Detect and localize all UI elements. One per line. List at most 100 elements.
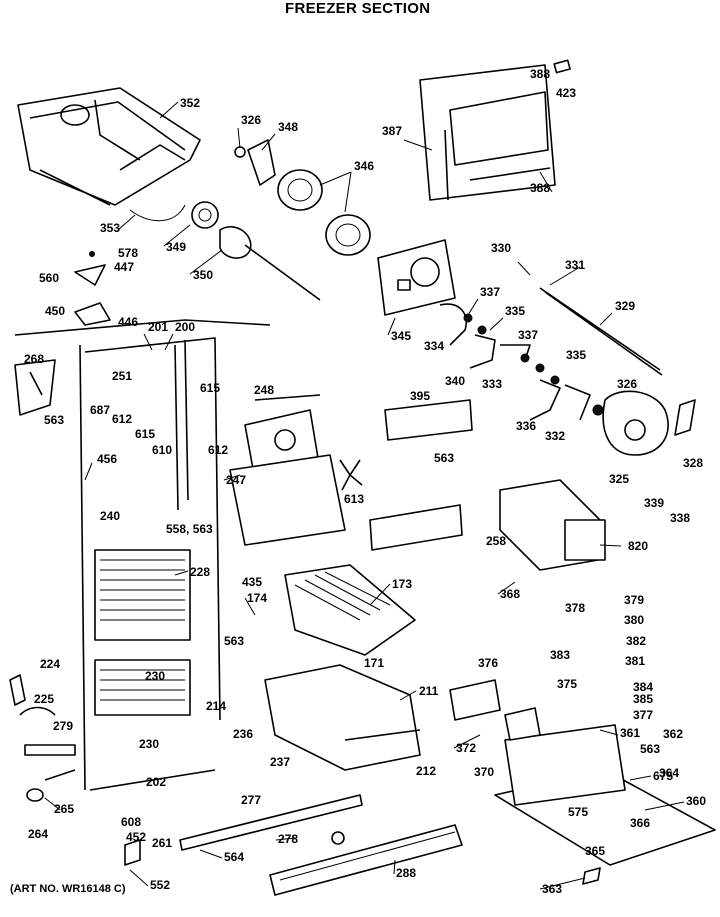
callout-label: 450 [45, 304, 65, 318]
auger-mount-plate-part [377, 239, 456, 316]
callout-label: 288 [396, 866, 416, 880]
callout-label: 350 [193, 268, 213, 282]
leader-line [539, 171, 553, 193]
leader-line [159, 101, 179, 119]
callout-label: 361 [620, 726, 640, 740]
callout-label: 615 [135, 427, 155, 441]
compressor-base-plate-part [494, 724, 716, 866]
callout-label: 326 [241, 113, 261, 127]
callout-label: 352 [180, 96, 200, 110]
callout-label: 247 [226, 473, 246, 487]
callout-label: 268 [24, 352, 44, 366]
leader-line [237, 127, 241, 149]
callout-label: 446 [118, 315, 138, 329]
callout-label: 328 [683, 456, 703, 470]
callout-label: 224 [40, 657, 60, 671]
callout-label: 261 [152, 836, 172, 850]
callout-label: 613 [344, 492, 364, 506]
callout-label: 380 [624, 613, 644, 627]
callout-label: 173 [392, 577, 412, 591]
leader-line [84, 462, 93, 481]
callout-label: 379 [624, 593, 644, 607]
leader-line [174, 570, 189, 576]
callout-label: 325 [609, 472, 629, 486]
leader-line [369, 583, 391, 606]
callout-label: 384 [633, 680, 653, 694]
callout-label: 248 [254, 383, 274, 397]
leader-line [497, 581, 516, 595]
callout-label: 563 [434, 451, 454, 465]
leader-line [599, 312, 613, 326]
callout-label: 214 [206, 699, 226, 713]
callout-label: 329 [615, 299, 635, 313]
leader-line [223, 474, 241, 481]
callout-label: 820 [628, 539, 648, 553]
callout-label: 423 [556, 86, 576, 100]
callout-label: 452 [126, 830, 146, 844]
callout-label: 326 [617, 377, 637, 391]
wire-basket-part [284, 564, 416, 656]
callout-label: 240 [100, 509, 120, 523]
callout-label: 338 [670, 511, 690, 525]
callout-label: 563 [224, 634, 244, 648]
misc-small-parts [9, 674, 601, 885]
callout-label: 330 [491, 241, 511, 255]
callout-label: 395 [410, 389, 430, 403]
callout-label: 388 [530, 67, 550, 81]
callout-label: 277 [241, 793, 261, 807]
callout-label: 346 [354, 159, 374, 173]
callout-label: 552 [150, 878, 170, 892]
callout-label: 366 [630, 816, 650, 830]
leader-line [164, 333, 174, 351]
fill-tube-cover-part [369, 504, 463, 551]
leader-line [453, 734, 481, 749]
callout-label: 563 [640, 742, 660, 756]
callout-label: 335 [505, 304, 525, 318]
leader-line [44, 797, 61, 811]
callout-label: 385 [633, 692, 653, 706]
callout-label: 372 [456, 741, 476, 755]
callout-label: 435 [242, 575, 262, 589]
callout-label: 337 [518, 328, 538, 342]
callout-label: 368 [500, 587, 520, 601]
leader-line [344, 171, 352, 213]
callout-label: 202 [146, 775, 166, 789]
callout-label: 377 [633, 708, 653, 722]
callout-label: 563 [44, 413, 64, 427]
leader-line [143, 333, 153, 351]
auger-motor-part [592, 390, 696, 456]
art-number: (ART NO. WR16148 C) [10, 883, 126, 895]
callout-label: 264 [28, 827, 48, 841]
ice-storage-pan-part [264, 664, 421, 771]
leader-line [319, 171, 352, 186]
diagram-title: FREEZER SECTION [285, 0, 431, 17]
callout-label: 378 [565, 601, 585, 615]
callout-label: 349 [166, 240, 186, 254]
callout-label: 564 [224, 850, 244, 864]
leader-line [163, 224, 191, 247]
callout-label: 363 [542, 882, 562, 896]
callout-label: 278 [278, 832, 298, 846]
callout-label: 362 [663, 727, 683, 741]
callout-label: 230 [139, 737, 159, 751]
callout-label: 200 [175, 320, 195, 334]
leader-line [199, 849, 223, 859]
callout-label: 560 [39, 271, 59, 285]
callout-label: 337 [480, 285, 500, 299]
callout-label: 333 [482, 377, 502, 391]
callout-label: 339 [644, 496, 664, 510]
callout-label: 353 [100, 221, 120, 235]
callout-label: 370 [474, 765, 494, 779]
callout-label: 331 [565, 258, 585, 272]
callout-label: 279 [53, 719, 73, 733]
callout-label: 387 [382, 124, 402, 138]
callout-label: 174 [247, 591, 267, 605]
callout-label: 236 [233, 727, 253, 741]
callout-label: 211 [419, 684, 439, 698]
dispenser-door-frame-part [419, 59, 571, 201]
leader-line [261, 133, 276, 151]
leader-line [117, 214, 136, 231]
callout-label: 230 [145, 669, 165, 683]
